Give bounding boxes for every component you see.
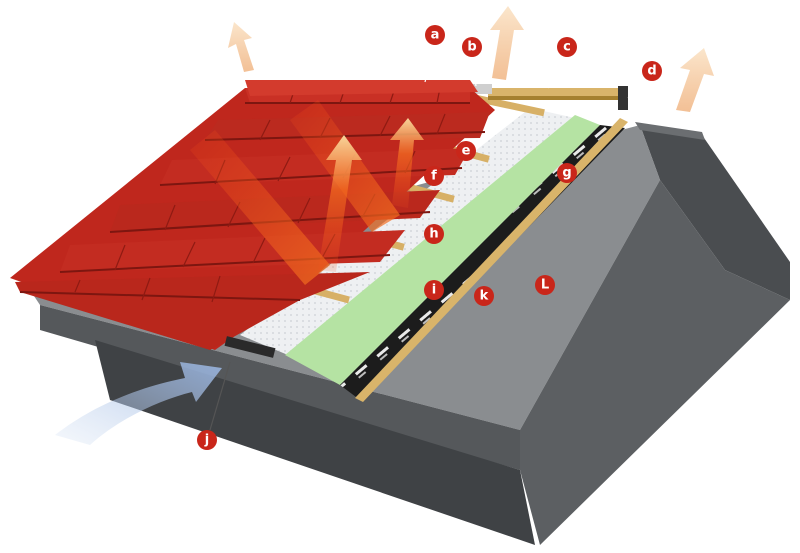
roof-layers xyxy=(240,108,628,402)
eaves-vent-comb xyxy=(224,336,276,358)
leader-a xyxy=(424,42,436,83)
label-badge-g: g xyxy=(557,163,577,183)
label-e-text: e xyxy=(462,144,471,159)
air-intake-arrow-icon xyxy=(55,362,222,445)
label-f-text: f xyxy=(431,169,437,184)
label-i-text: i xyxy=(432,283,436,298)
ridge-bracket xyxy=(618,86,628,110)
label-badge-h: h xyxy=(424,224,444,244)
label-d-text: d xyxy=(647,64,656,79)
concrete-inner-face xyxy=(520,180,790,545)
label-j-text: j xyxy=(204,433,209,448)
label-k-text: k xyxy=(480,289,489,304)
label-g-text: g xyxy=(562,166,571,181)
heat-arrow-up-icon xyxy=(318,135,362,272)
label-a-text: a xyxy=(431,28,440,43)
label-h-text: h xyxy=(429,227,438,242)
ridge-structure xyxy=(470,84,628,110)
heat-arrows xyxy=(190,100,424,285)
label-badge-c: c xyxy=(557,37,577,57)
concrete-right-face xyxy=(640,125,790,300)
leader-j xyxy=(209,361,231,431)
tile-row xyxy=(15,272,370,350)
label-badge-a: a xyxy=(425,25,445,45)
batten xyxy=(474,94,545,117)
leader-d xyxy=(627,79,652,99)
label-badge-k: k xyxy=(474,286,494,306)
concrete-lower-face xyxy=(95,340,535,545)
heat-ray-down-icon xyxy=(190,130,330,285)
air-outflow-arrow-icon xyxy=(490,6,524,80)
heat-arrow-up-icon xyxy=(390,118,424,208)
concrete-slab-front xyxy=(40,305,520,470)
ridge-batten-shadow xyxy=(488,96,628,100)
leader-c xyxy=(547,54,567,89)
concrete-ridge-edge xyxy=(635,122,705,140)
label-c-text: c xyxy=(563,40,571,55)
air-outflow-arrows xyxy=(228,6,714,112)
air-outflow-arrow-icon xyxy=(228,22,254,72)
ridge-vent-strip xyxy=(470,84,492,94)
label-badge-j: j xyxy=(197,430,217,450)
label-badge-i: i xyxy=(424,280,444,300)
ridge-batten xyxy=(488,88,628,96)
batten-strip-k xyxy=(355,118,628,402)
air-outflow-arrow-icon xyxy=(676,48,714,112)
label-b-text: b xyxy=(467,40,476,55)
label-badge-L: L xyxy=(535,275,555,295)
label-badge-f: f xyxy=(424,166,444,186)
label-badges: a b c d e f g h xyxy=(197,25,662,450)
ridge-tile xyxy=(245,80,478,96)
label-badge-b: b xyxy=(462,37,482,57)
reflective-insulation-layer xyxy=(240,108,575,360)
label-badge-e: e xyxy=(456,141,476,161)
leader-b xyxy=(471,54,477,87)
green-insulation-board xyxy=(285,115,600,385)
callout-lines xyxy=(209,42,652,431)
label-L-text: L xyxy=(541,278,549,293)
label-badge-d: d xyxy=(642,61,662,81)
